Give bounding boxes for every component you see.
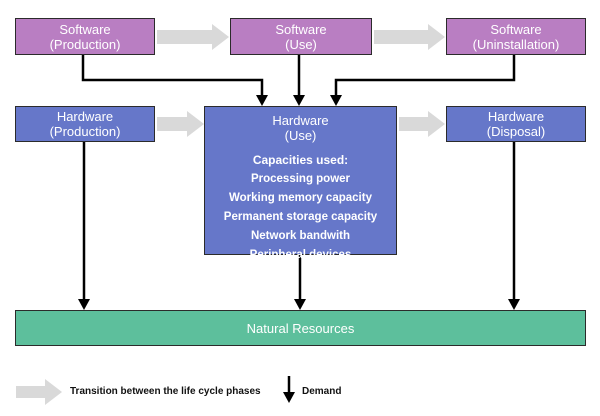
hardware-use-title: Hardware [272, 113, 329, 128]
software-production-box: Software (Production) [15, 18, 155, 55]
hardware-use-box: Hardware (Use) Capacities used: Processi… [204, 106, 397, 261]
hardware-production-title: Hardware [56, 109, 114, 124]
demand-arrowhead-sw-prod [256, 95, 268, 106]
capacity-item: Processing power [250, 173, 351, 185]
demand-arrowhead-hw-disposal [508, 299, 520, 310]
transition-arrow-sw-use-to-uninstall [374, 24, 445, 50]
hardware-disposal-phase: (Disposal) [486, 124, 546, 139]
software-use-phase: (Use) [285, 36, 317, 52]
capacity-item: Peripheral devices [249, 249, 352, 261]
legend-demand-arrowhead [283, 392, 295, 403]
demand-arrowhead-hw-use [294, 299, 306, 310]
hardware-disposal-title: Hardware [487, 109, 545, 124]
transition-arrow-hw-prod-to-use [157, 111, 204, 137]
legend-demand-label: Demand [302, 386, 342, 397]
transition-arrow-hw-use-to-disposal [399, 111, 445, 137]
software-production-phase: (Production) [49, 36, 121, 52]
natural-resources-box: Natural Resources [15, 310, 586, 346]
capacity-item: Permanent storage capacity [223, 211, 378, 223]
software-uninstallation-box: Software (Uninstallation) [446, 18, 586, 55]
demand-arrowhead-sw-uninstall [330, 95, 342, 106]
software-uninstallation-title: Software [490, 21, 542, 37]
capacity-item: Network bandwith [250, 230, 351, 242]
hardware-disposal-box: Hardware (Disposal) [446, 106, 586, 142]
software-use-box: Software (Use) [230, 18, 372, 55]
hardware-production-phase: (Production) [49, 124, 121, 139]
demand-line-sw-uninstall [334, 55, 516, 97]
legend-transition-arrow [16, 379, 62, 405]
legend-transition-label: Transition between the life cycle phases [70, 386, 261, 397]
software-use-title: Software [275, 21, 327, 37]
demand-arrowhead-hw-prod [78, 299, 90, 310]
capacities-title: Capacities used: [252, 153, 349, 167]
capacity-item: Working memory capacity [229, 192, 372, 204]
natural-resources-label: Natural Resources [246, 320, 355, 336]
demand-arrowhead-sw-use [293, 95, 305, 106]
hardware-production-box: Hardware (Production) [15, 106, 155, 142]
software-uninstallation-phase: (Uninstallation) [472, 36, 560, 52]
demand-line-sw-prod [81, 55, 264, 97]
software-production-title: Software [59, 21, 111, 37]
hardware-use-phase: (Use) [284, 128, 317, 143]
transition-arrow-sw-prod-to-use [157, 24, 229, 50]
